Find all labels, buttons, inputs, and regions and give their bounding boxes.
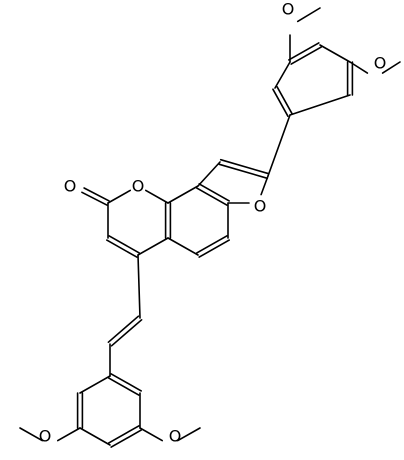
atom-o-methoxy-right: O (374, 54, 387, 73)
bond-at-mt (296, 7, 321, 23)
atom-o-pyranone-ring: O (132, 177, 145, 196)
atom-label-layer: O O O O O O O (39, 0, 387, 446)
bond-b6-b1-b (110, 373, 142, 392)
bond-c6a-c9a-b (198, 183, 230, 202)
bond-c5-c6-b (198, 239, 230, 258)
bond-b3-obl (56, 427, 81, 442)
bond-c4-s1 (137, 254, 141, 319)
bond-a3-a4-b (290, 46, 323, 65)
bond-b4-b5-a (108, 425, 140, 444)
bond-c8b-o1 (145, 189, 169, 204)
atom-o-furan: O (254, 197, 267, 216)
bond-obl-mbl (19, 427, 44, 442)
atom-o-methoxy-top: O (282, 0, 295, 19)
atom-o-methoxy-bottom-right: O (169, 427, 182, 446)
bond-s1-s2-b (107, 315, 140, 344)
bond-obr-mbr (177, 427, 201, 442)
bond-c3-c4-b (106, 239, 138, 258)
bond-c4a-c5 (167, 237, 199, 256)
bond-c8-c9-a (218, 163, 269, 180)
atom-o-carbonyl: O (64, 177, 77, 196)
bond-c4-c4a (137, 237, 169, 256)
bond-b5-obr (139, 427, 163, 442)
bond-a5-ar (349, 61, 369, 74)
bond-a1-a2-a (272, 88, 289, 117)
bond-s1-s2-a (110, 318, 143, 347)
bond-c9-c9a (197, 161, 221, 187)
bond-b1-b2 (79, 375, 111, 394)
bond-c3-c4-a (108, 235, 140, 254)
bond-a3-a4-a (287, 42, 320, 61)
bond-b6-b1-a (108, 377, 140, 396)
bond-c8-c9-b (219, 158, 270, 175)
bond-b3-b4 (79, 427, 111, 446)
bond-c6a-c9a-a (196, 187, 228, 206)
bond-b4-b5-b (110, 429, 142, 448)
bond-layer (19, 7, 401, 448)
bond-c9a-c8b (167, 185, 199, 204)
bond-a4-a5 (319, 44, 351, 63)
bond-a1-a2-b (276, 86, 293, 115)
bond-a6-a1 (289, 94, 351, 116)
bond-c8-a1 (267, 114, 291, 177)
bond-c2-oc-b (83, 187, 110, 202)
bond-o7-c8 (260, 175, 269, 196)
bond-c5-c6-a (196, 235, 228, 254)
bond-o1-c2 (107, 189, 131, 204)
atom-o-methoxy-bottom-left: O (39, 427, 52, 446)
bond-a2-a3 (274, 61, 291, 89)
bond-c2-oc-a (81, 191, 108, 206)
bond-ar-mr (381, 61, 401, 74)
